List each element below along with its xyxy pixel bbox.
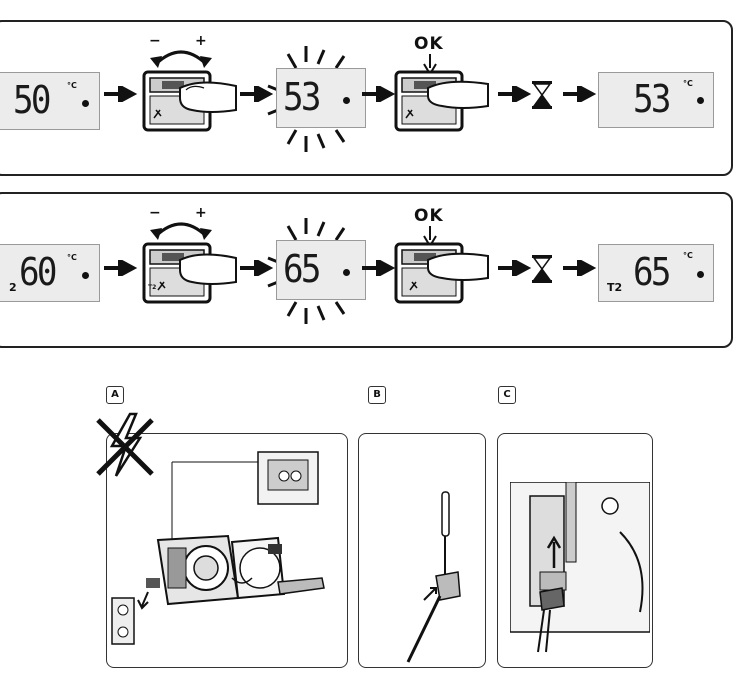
panel-a-label: A (106, 386, 124, 404)
rotate-arrow-icon (150, 222, 212, 240)
plus-sign: + (195, 205, 207, 221)
arrow-right-icon (498, 86, 532, 102)
minus-sign: − (149, 205, 161, 221)
controller-knob-turn (142, 242, 237, 304)
panel-c-label: C (498, 386, 516, 404)
panel-b (358, 433, 486, 668)
ok-label: OK (414, 206, 444, 226)
display-start-row2: 2 60 °C (0, 244, 100, 302)
controller-ok-press (394, 242, 489, 304)
display-unit: °C (683, 79, 693, 88)
no-power-icon (96, 412, 154, 477)
rotate-arrow-icon (150, 50, 212, 68)
arrow-right-icon (563, 260, 597, 276)
display-dot (82, 100, 89, 107)
arrow-right-icon (498, 260, 532, 276)
display-dot (697, 97, 704, 104)
display-dot (82, 272, 89, 279)
hourglass-icon (532, 255, 552, 283)
flash-rays-icon (267, 46, 346, 152)
arrow-right-icon (563, 86, 597, 102)
hourglass-icon (532, 81, 552, 109)
display-dot (343, 97, 350, 104)
terminal-insertion-illustration (510, 482, 650, 653)
controller-knob-turn (142, 70, 237, 132)
arrow-right-icon (240, 86, 274, 102)
display-value: 53 (283, 75, 321, 119)
arrow-right-icon (104, 260, 138, 276)
display-value: 65 (633, 250, 671, 294)
display-unit: °C (67, 81, 77, 90)
display-value: 60 (19, 250, 57, 294)
display-end-row2: T2 65 °C (598, 244, 714, 302)
arrow-right-icon (240, 260, 274, 276)
display-value: 65 (283, 247, 321, 291)
display-unit: °C (67, 253, 77, 262)
display-dot (697, 271, 704, 278)
minus-sign: − (149, 33, 161, 49)
screwdriver-wire-illustration (406, 491, 461, 663)
display-start-row1: 50 °C (0, 72, 100, 130)
display-value: 50 (13, 78, 51, 122)
display-prefix: 2 (9, 281, 17, 294)
arrow-right-icon (104, 86, 138, 102)
ok-label: OK (414, 34, 444, 54)
display-value: 53 (633, 77, 671, 121)
panel-b-label: B (368, 386, 386, 404)
controller-ok-press (394, 70, 489, 132)
device-tag: T2 (148, 284, 157, 291)
plus-sign: + (195, 33, 207, 49)
display-unit: °C (683, 251, 693, 260)
display-flashing-row2: 65 (276, 240, 366, 300)
controller-open-housing-illustration (111, 451, 325, 645)
display-flashing-row1: 53 (276, 68, 366, 128)
display-prefix: T2 (607, 281, 623, 294)
arrow-right-icon (362, 86, 396, 102)
display-dot (343, 269, 350, 276)
arrow-right-icon (362, 260, 396, 276)
display-end-row1: 53 °C (598, 72, 714, 128)
